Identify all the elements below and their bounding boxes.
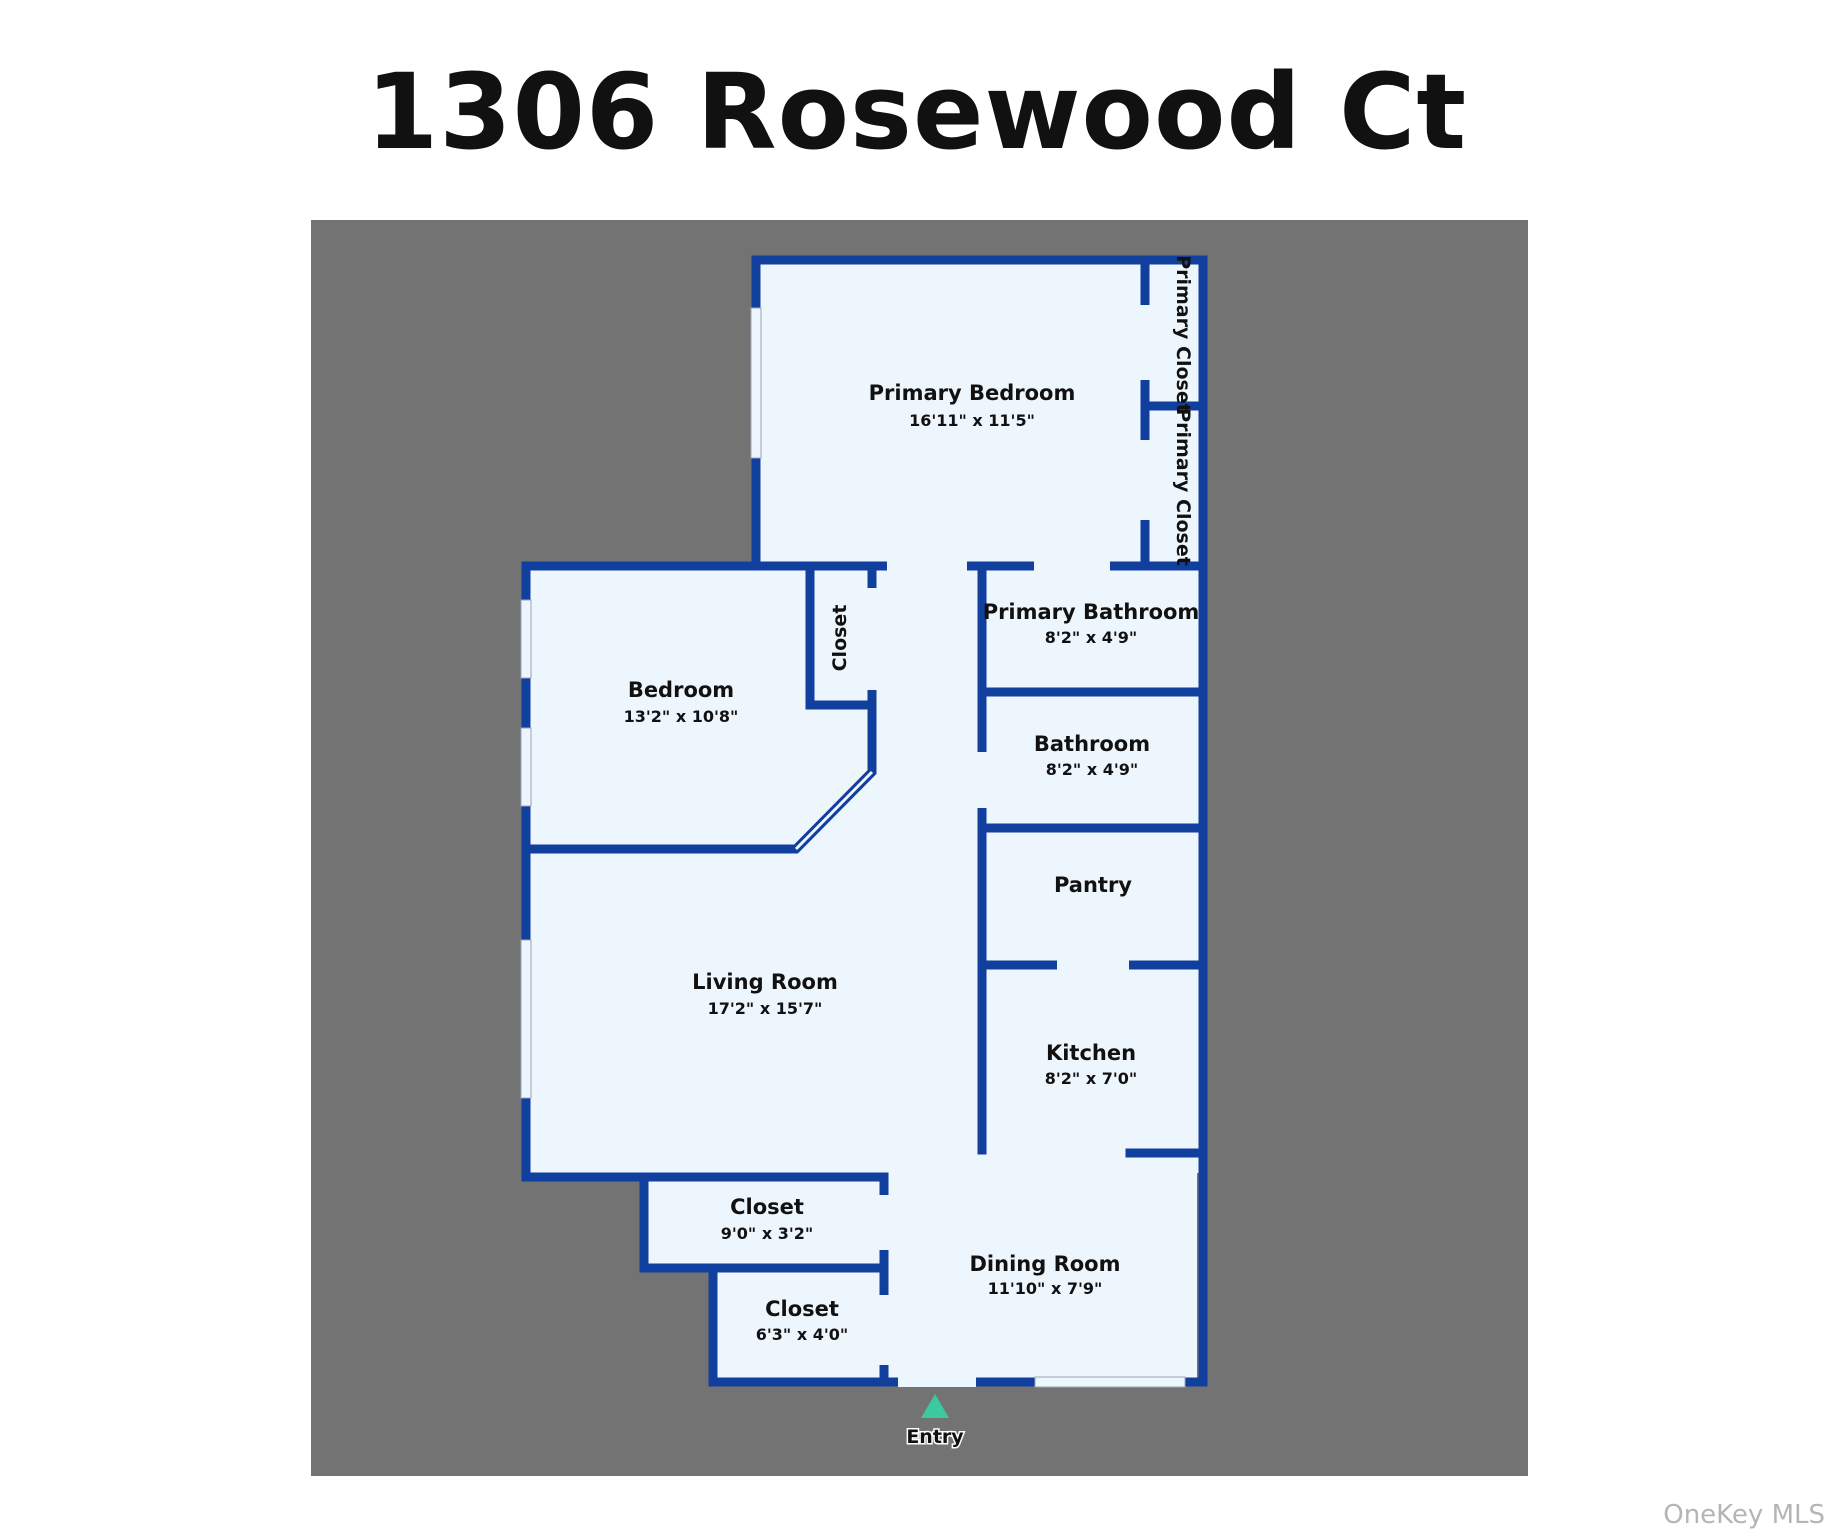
room-name-bedroom-closet: Closet [829,605,851,672]
entry-arrow-icon [921,1394,949,1418]
room-name-pantry: Pantry [1054,873,1132,897]
room-labels: Primary Bedroom 16'11" x 11'5" Primary C… [624,255,1200,1344]
room-name-closet-entry: Closet [765,1297,839,1321]
room-name-primary-closet-1: Primary Closet [1172,255,1194,413]
room-name-kitchen: Kitchen [1046,1041,1136,1065]
room-name-primary-bathroom: Primary Bathroom [983,600,1200,624]
room-dims-primary-bedroom: 16'11" x 11'5" [909,411,1035,430]
door-openings [794,305,1150,1387]
room-dims-closet-entry: 6'3" x 4'0" [756,1325,848,1344]
room-dims-closet-hall: 9'0" x 3'2" [721,1224,813,1243]
room-dims-bedroom: 13'2" x 10'8" [624,707,739,726]
room-name-closet-hall: Closet [730,1195,804,1219]
room-name-primary-bedroom: Primary Bedroom [869,381,1076,405]
room-dims-kitchen: 8'2" x 7'0" [1045,1069,1137,1088]
windows [520,307,1186,1388]
room-name-bathroom: Bathroom [1034,732,1150,756]
page-title: 1306 Rosewood Ct [365,51,1468,173]
room-name-living-room: Living Room [692,970,838,994]
room-name-bedroom: Bedroom [628,678,734,702]
room-dims-living-room: 17'2" x 15'7" [708,999,823,1018]
watermark: OneKey MLS [1663,1500,1825,1530]
room-dims-primary-bathroom: 8'2" x 4'9" [1045,628,1137,647]
room-name-primary-closet-2: Primary Closet [1172,408,1194,566]
room-dims-bathroom: 8'2" x 4'9" [1046,760,1138,779]
room-dims-dining-room: 11'10" x 7'9" [988,1279,1103,1298]
room-name-dining-room: Dining Room [970,1252,1121,1276]
floor-fill [530,262,1202,1380]
entry-label: Entry [906,1426,964,1448]
